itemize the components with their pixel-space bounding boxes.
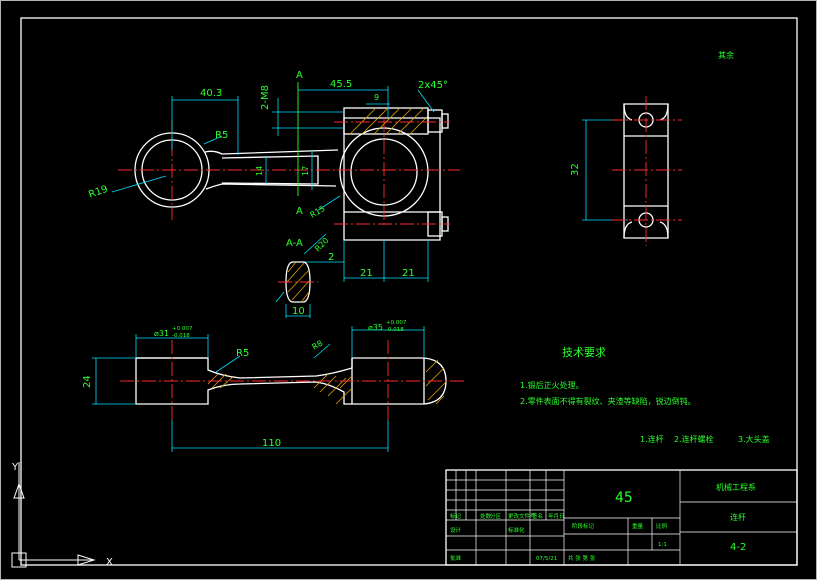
dim-24: 24 (82, 375, 93, 388)
tech-req-line-2: 2.零件表面不得有裂纹、夹渣等缺陷，锐边倒钝。 (520, 396, 696, 406)
dim-2x45: 2x45° (418, 80, 448, 91)
cap-side-view (612, 96, 682, 246)
title-part-name: 连杆 (730, 512, 746, 522)
label-stage: 阶段标记 (572, 522, 595, 530)
dim-9: 9 (374, 93, 379, 102)
tech-req-line-1: 1.锻后正火处理。 (520, 380, 584, 390)
shank-lower-edge (206, 184, 336, 189)
ucs-icon (12, 462, 94, 567)
dim-110: 110 (262, 438, 281, 449)
label-date: 年月日 (548, 512, 565, 520)
dim-17: 17 (301, 166, 310, 176)
label-mark: 标记 (450, 512, 462, 520)
ucs-x-label: X (106, 557, 113, 568)
section-label-a-a: A-A (286, 238, 303, 249)
dim-dia35: ⌀35 (368, 323, 383, 332)
front-dimensions (112, 86, 628, 282)
value-sheet: 共 张 第 张 (568, 554, 596, 562)
dim-dia35-tol-up: +0.007 (386, 320, 407, 326)
dim-21-a: 21 (360, 268, 373, 279)
dim-45-5: 45.5 (330, 79, 352, 90)
label-approve: 批准 (450, 554, 462, 562)
dim-dia31-tol-up: +0.007 (172, 326, 193, 332)
dim-2-m8: 2-M8 (260, 85, 271, 110)
dim-10: 10 (292, 306, 305, 317)
dim-r19: R19 (87, 184, 109, 201)
parts-note-3: 3.大头盖 (738, 434, 770, 444)
dim-2: 2 (328, 252, 334, 263)
dim-14: 14 (255, 166, 264, 176)
front-view (118, 82, 460, 240)
label-sign: 签名 (532, 512, 543, 520)
dim-r20: R20 (313, 236, 331, 254)
title-material: 45 (615, 490, 633, 506)
big-end-cap (344, 212, 440, 240)
label-weight: 重量 (632, 522, 644, 530)
dim-r5-bottom: R5 (236, 348, 249, 359)
section-mark-a-top: A (296, 70, 303, 81)
shank-upper-edge (205, 150, 338, 154)
label-scale: 比例 (656, 522, 668, 530)
dim-40-3: 40.3 (200, 88, 222, 99)
dim-r8: R8 (311, 339, 325, 352)
value-scale: 1:1 (658, 542, 667, 548)
dim-dia35-tol-lo: -0.018 (386, 327, 404, 333)
value-date: 07/5/21 (536, 556, 557, 562)
label-std: 标准化 (508, 526, 525, 534)
tech-req-title: 技术要求 (562, 346, 606, 359)
surface-roughness-note: 其余 (718, 50, 734, 60)
ucs-y-label: Y (11, 462, 19, 473)
parts-note-2: 2.连杆螺栓 (674, 434, 714, 444)
top-view-section (92, 326, 466, 452)
dim-r5: R5 (215, 130, 228, 141)
dim-dia31: ⌀31 (154, 329, 169, 338)
drawing-frame (21, 18, 797, 565)
title-org: 机械工程系 (716, 482, 756, 492)
bolt-section (344, 108, 428, 134)
bolt-end-top (442, 114, 448, 128)
label-zone: 分区 (490, 512, 502, 520)
section-mark-a-bottom: A (296, 206, 303, 217)
dim-32: 32 (570, 163, 581, 176)
dim-21-b: 21 (402, 268, 415, 279)
title-drawing-no: 4-2 (730, 542, 746, 553)
label-design: 设计 (450, 526, 462, 534)
dim-dia31-tol-lo: -0.018 (172, 333, 190, 339)
bolt-hatch (350, 108, 428, 134)
parts-note-1: 1.连杆 (640, 434, 664, 444)
big-end-body (344, 118, 440, 212)
